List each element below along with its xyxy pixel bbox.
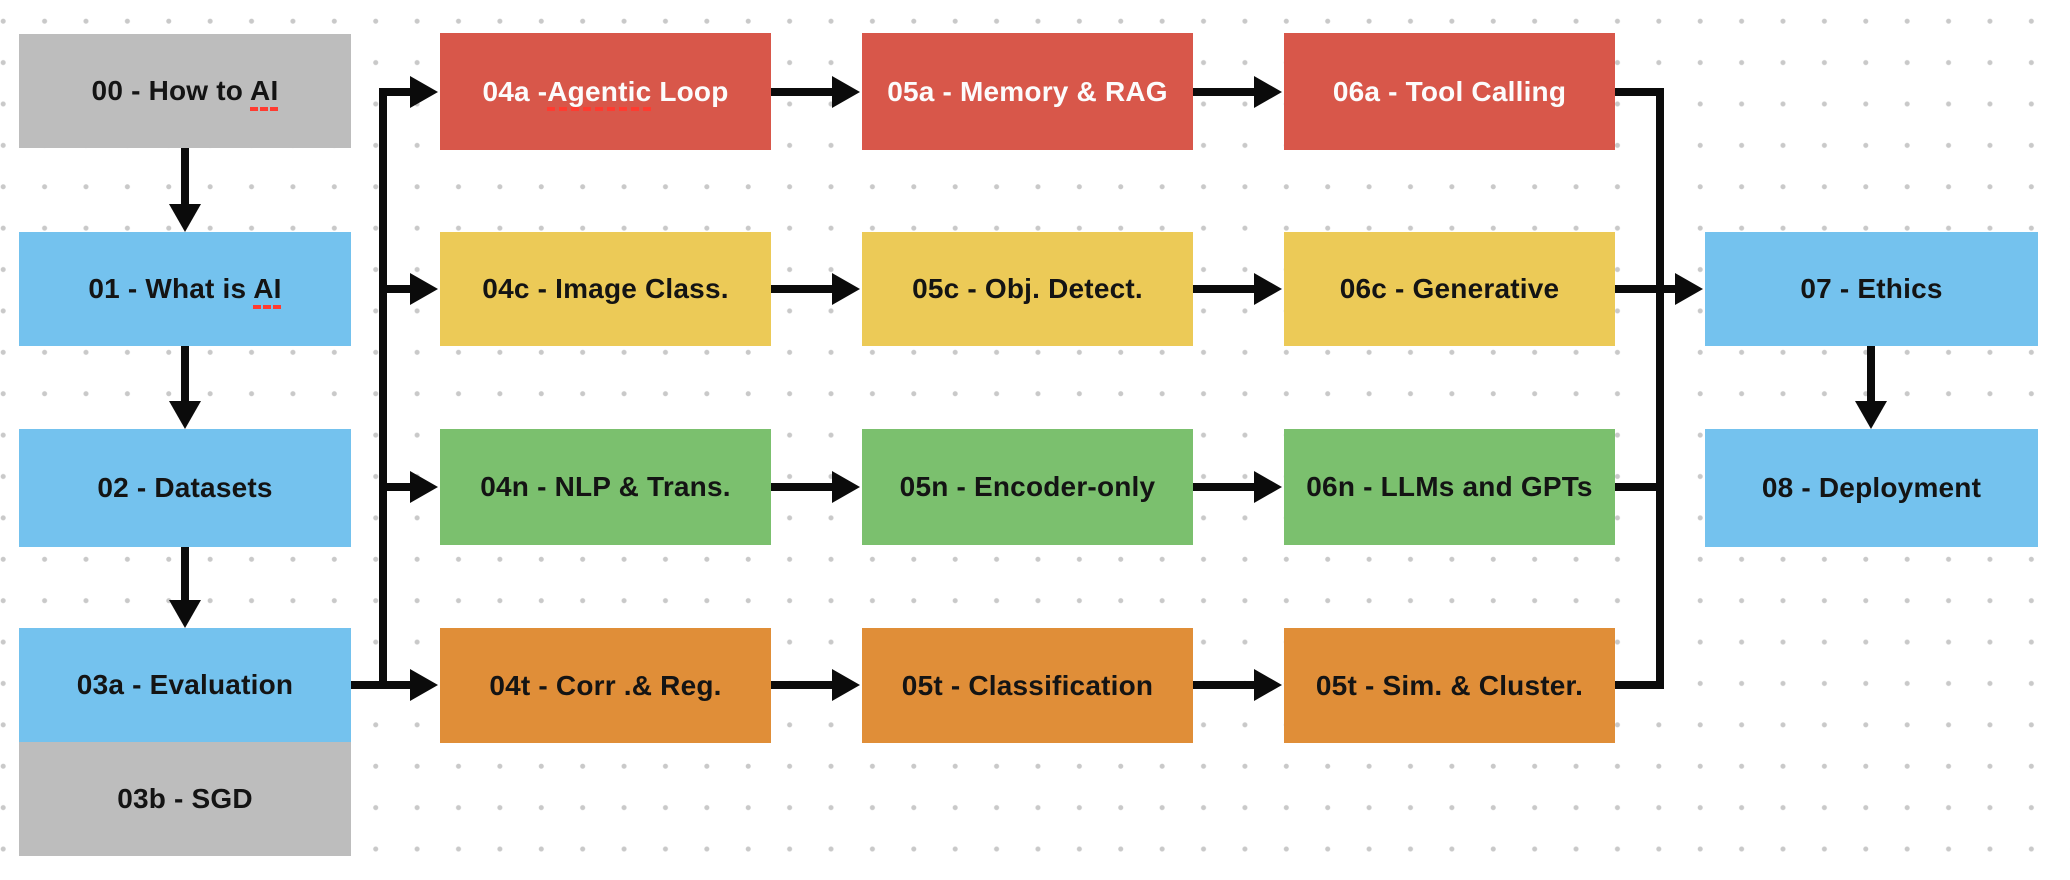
node-label: 04c - Image Class. xyxy=(482,273,729,304)
edge-04a-05a[interactable] xyxy=(767,76,860,108)
edge-03a-04t[interactable] xyxy=(347,669,438,701)
node-label: 04a -Agentic Loop xyxy=(482,75,729,107)
node-03b-sgd[interactable]: 03b - SGD xyxy=(19,742,351,856)
edge-07-08[interactable] xyxy=(1855,342,1887,429)
edge-04t-05t[interactable] xyxy=(767,669,860,701)
node-label: 06c - Generative xyxy=(1339,273,1560,304)
node-label: 05c - Obj. Detect. xyxy=(912,273,1143,304)
edge-06a-collector[interactable] xyxy=(1611,88,1664,689)
spellcheck-squiggle: AI xyxy=(253,273,282,304)
edge-05c-06c[interactable] xyxy=(1189,273,1282,305)
node-05n-encoder-only[interactable]: 05n - Encoder-only xyxy=(862,429,1193,545)
node-03a-evaluation[interactable]: 03a - Evaluation xyxy=(19,628,351,742)
node-05a-memory-rag[interactable]: 05a - Memory & RAG xyxy=(862,33,1193,150)
node-04n-nlp-trans[interactable]: 04n - NLP & Trans. xyxy=(440,429,771,545)
node-04t-corr-reg[interactable]: 04t - Corr .& Reg. xyxy=(440,628,771,743)
edge-03a-04c[interactable] xyxy=(379,273,438,305)
node-label: 07 - Ethics xyxy=(1800,273,1943,304)
node-label: 02 - Datasets xyxy=(97,472,273,503)
edge-04c-05c[interactable] xyxy=(767,273,860,305)
node-05t-classification[interactable]: 05t - Classification xyxy=(862,628,1193,743)
node-label: 05a - Memory & RAG xyxy=(887,75,1168,107)
node-08-deployment[interactable]: 08 - Deployment xyxy=(1705,429,2038,547)
node-label: 06a - Tool Calling xyxy=(1332,75,1567,107)
node-02-datasets[interactable]: 02 - Datasets xyxy=(19,429,351,547)
node-00-how-to-ai[interactable]: 00 - How to AI xyxy=(19,34,351,148)
node-06n-llms-gpts[interactable]: 06n - LLMs and GPTs xyxy=(1284,429,1615,545)
node-label: 03a - Evaluation xyxy=(76,669,294,700)
node-04c-image-class[interactable]: 04c - Image Class. xyxy=(440,232,771,346)
edge-05n-06n[interactable] xyxy=(1189,471,1282,503)
edge-05t-05t2[interactable] xyxy=(1189,669,1282,701)
node-label: 05t - Classification xyxy=(901,669,1154,701)
node-label: 05n - Encoder-only xyxy=(899,471,1156,502)
edge-00-01[interactable] xyxy=(169,144,201,232)
node-07-ethics[interactable]: 07 - Ethics xyxy=(1705,232,2038,346)
node-label: 03b - SGD xyxy=(117,783,253,814)
spellcheck-squiggle: Agentic xyxy=(547,75,652,107)
node-label: 04t - Corr .& Reg. xyxy=(489,669,722,701)
edge-03a-04n[interactable] xyxy=(379,471,438,503)
edge-06c-07[interactable] xyxy=(1611,273,1703,305)
node-label: 00 - How to AI xyxy=(91,75,279,106)
edge-01-02[interactable] xyxy=(169,342,201,429)
node-05t-sim-cluster[interactable]: 05t - Sim. & Cluster. xyxy=(1284,628,1615,743)
edge-03a-04a[interactable] xyxy=(379,76,438,108)
node-label: 05t - Sim. & Cluster. xyxy=(1315,669,1584,701)
spellcheck-squiggle: AI xyxy=(250,75,279,106)
node-06c-generative[interactable]: 06c - Generative xyxy=(1284,232,1615,346)
node-label: 04n - NLP & Trans. xyxy=(480,471,731,502)
node-label: 08 - Deployment xyxy=(1761,472,1982,503)
node-label: 01 - What is AI xyxy=(88,273,282,304)
edge-05a-06a[interactable] xyxy=(1189,76,1282,108)
edge-02-03a[interactable] xyxy=(169,543,201,628)
node-04a-agentic-loop[interactable]: 04a -Agentic Loop xyxy=(440,33,771,150)
node-label: 06n - LLMs and GPTs xyxy=(1306,471,1593,502)
node-01-what-is-ai[interactable]: 01 - What is AI xyxy=(19,232,351,346)
node-06a-tool-calling[interactable]: 06a - Tool Calling xyxy=(1284,33,1615,150)
node-05c-obj-detect[interactable]: 05c - Obj. Detect. xyxy=(862,232,1193,346)
edge-04n-05n[interactable] xyxy=(767,471,860,503)
